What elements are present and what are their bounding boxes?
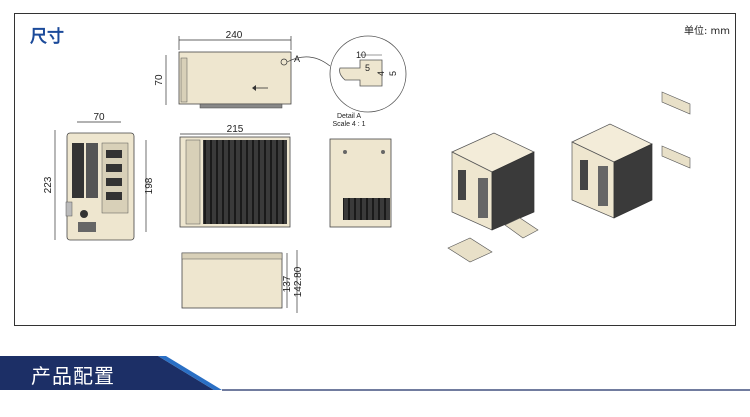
- end-view: [329, 138, 392, 228]
- isometric-view-right: [571, 91, 691, 219]
- side-view: 215: [179, 124, 291, 228]
- dim-top-height: 70: [154, 74, 165, 86]
- detail-dim-5-right: 5: [388, 71, 398, 76]
- detail-caption-1: Detail A: [337, 113, 361, 120]
- unit-label: 单位: mm: [683, 26, 730, 37]
- footer-section-label: 产品配置: [31, 364, 115, 388]
- heatsink-fins: [203, 140, 287, 224]
- footer-banner: [0, 356, 750, 391]
- detail-dim-4: 4: [376, 71, 386, 76]
- section-title: 尺寸: [30, 27, 64, 47]
- dim-side-width: 215: [227, 124, 244, 135]
- detail-a-view: 10 5 4 5 Detail A Scale 4 : 1: [329, 35, 407, 128]
- detail-caption-2: Scale 4 : 1: [332, 121, 365, 128]
- dim-front-height-inner: 198: [144, 177, 155, 194]
- dim-top-width: 240: [226, 30, 243, 41]
- isometric-view-left: [447, 132, 539, 263]
- bottom-view: 137 142.80: [181, 250, 304, 313]
- top-view-body: [178, 51, 292, 105]
- dim-front-height: 223: [43, 176, 54, 193]
- detail-dim-10: 10: [356, 50, 366, 60]
- dim-bottom-depth-a: 137: [282, 275, 293, 292]
- dim-bottom-depth-b: 142.80: [293, 266, 304, 297]
- top-view: 240 70 A: [154, 30, 331, 109]
- dim-front-width: 70: [93, 112, 105, 123]
- point-a-label: A: [294, 54, 300, 64]
- front-view: 70 223 198: [43, 112, 155, 241]
- detail-dim-5-top: 5: [365, 63, 370, 73]
